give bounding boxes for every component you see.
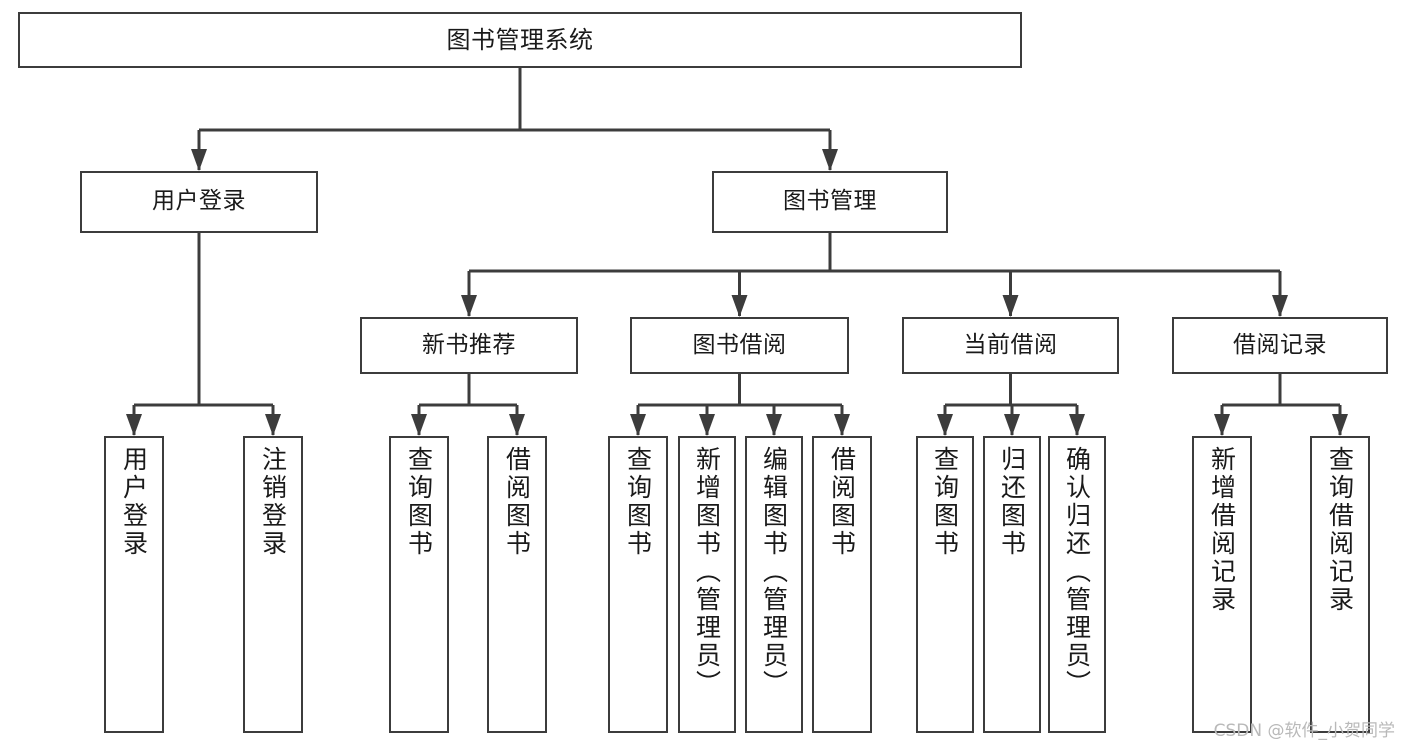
- node-login[interactable]: 用户登录: [80, 171, 318, 233]
- node-label: 归还图书: [997, 446, 1027, 558]
- node-label: 查询图书: [623, 446, 653, 558]
- node-label: 新增借阅记录: [1207, 446, 1237, 614]
- node-label: 编辑图书（管理员）: [759, 446, 789, 698]
- node-leaf-confirm-return[interactable]: 确认归还（管理员）: [1048, 436, 1106, 733]
- node-leaf-query-book-1[interactable]: 查询图书: [389, 436, 449, 733]
- node-label: 借阅图书: [827, 446, 857, 558]
- node-leaf-edit-book[interactable]: 编辑图书（管理员）: [745, 436, 803, 733]
- node-leaf-user-login[interactable]: 用户登录: [104, 436, 164, 733]
- node-current[interactable]: 当前借阅: [902, 317, 1119, 374]
- node-leaf-query-record[interactable]: 查询借阅记录: [1310, 436, 1370, 733]
- node-label: 借阅记录: [1233, 331, 1327, 358]
- node-borrow[interactable]: 图书借阅: [630, 317, 849, 374]
- node-root[interactable]: 图书管理系统: [18, 12, 1022, 68]
- node-leaf-query-book-3[interactable]: 查询图书: [916, 436, 974, 733]
- node-label: 新增图书（管理员）: [692, 446, 722, 698]
- node-label: 查询图书: [404, 446, 434, 558]
- node-label: 借阅图书: [502, 446, 532, 558]
- node-leaf-add-book[interactable]: 新增图书（管理员）: [678, 436, 736, 733]
- node-newbook[interactable]: 新书推荐: [360, 317, 578, 374]
- node-label: 新书推荐: [422, 331, 516, 358]
- node-label: 查询借阅记录: [1325, 446, 1355, 614]
- watermark: CSDN @软件_小贺同学: [1213, 721, 1395, 741]
- node-label: 用户登录: [119, 446, 149, 558]
- node-leaf-user-logout[interactable]: 注销登录: [243, 436, 303, 733]
- node-label: 确认归还（管理员）: [1062, 446, 1092, 698]
- node-leaf-borrow-book-1[interactable]: 借阅图书: [487, 436, 547, 733]
- node-label: 用户登录: [152, 188, 246, 215]
- node-label: 当前借阅: [963, 331, 1058, 358]
- node-label: 查询图书: [930, 446, 960, 558]
- node-leaf-borrow-book-2[interactable]: 借阅图书: [812, 436, 872, 733]
- node-leaf-add-record[interactable]: 新增借阅记录: [1192, 436, 1252, 733]
- node-leaf-return-book[interactable]: 归还图书: [983, 436, 1041, 733]
- node-label: 图书管理系统: [446, 25, 594, 54]
- node-label: 图书借阅: [692, 331, 787, 358]
- node-leaf-query-book-2[interactable]: 查询图书: [608, 436, 668, 733]
- node-label: 注销登录: [258, 446, 288, 558]
- node-records[interactable]: 借阅记录: [1172, 317, 1388, 374]
- node-label: 图书管理: [783, 188, 877, 215]
- node-bookmgmt[interactable]: 图书管理: [712, 171, 948, 233]
